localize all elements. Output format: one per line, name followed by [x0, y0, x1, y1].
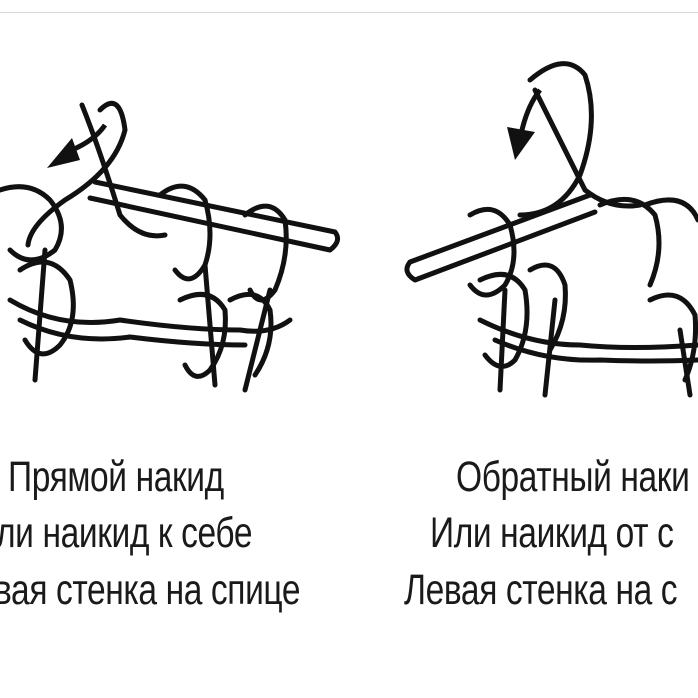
left-strand-down-3: [242, 287, 273, 393]
left-loop-1: [0, 184, 64, 263]
right-strand-down-1: [497, 287, 508, 393]
right-loop-1: [467, 206, 517, 298]
left-caption-line-2: ли наикид к себе: [0, 509, 253, 557]
right-caption-line-2: Или наикид от с: [430, 509, 674, 557]
left-lower-loop-3: [227, 291, 274, 378]
left-loop-2: [157, 183, 213, 282]
left-caption-line-1: Прямой накид: [8, 453, 224, 501]
right-lower-loop-2: [527, 262, 568, 353]
right-lower-loop-3: [647, 292, 698, 383]
right-row-lower-2: [492, 337, 698, 364]
right-loop-2: [597, 196, 662, 288]
right-arrow-icon: [507, 127, 535, 160]
right-loop-3: [642, 197, 698, 223]
right-caption-line-3: Левая стенка на с: [404, 566, 678, 614]
left-arrow-icon: [47, 138, 80, 168]
right-strand-down-2: [542, 297, 558, 398]
top-divider: [0, 0, 698, 13]
right-strand-down-3: [677, 327, 693, 398]
left-strand-down-2: [202, 262, 218, 388]
right-caption-line-1: Обратный наки: [456, 453, 690, 501]
right-row-lower: [477, 317, 698, 350]
right-needle: [404, 192, 598, 283]
left-strand-down-1: [32, 247, 48, 383]
right-yarn-wrap: [517, 61, 594, 218]
right-yarn-strand: [532, 87, 643, 209]
left-yarn-strand: [79, 102, 168, 239]
left-caption-line-3: вая стенка на спице: [0, 566, 301, 614]
